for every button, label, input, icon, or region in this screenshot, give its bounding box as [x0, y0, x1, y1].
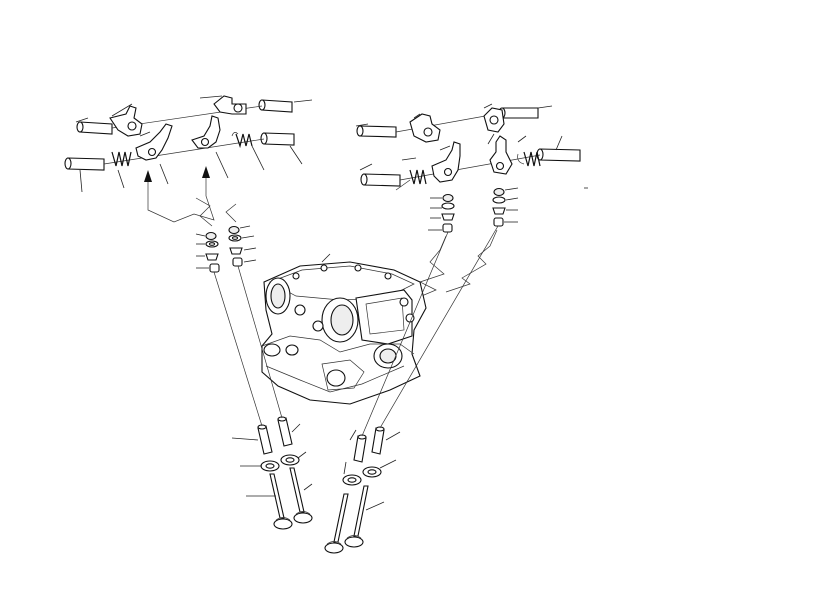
leader-lines-left-rocker [75, 95, 313, 193]
leader-lines-right-valve-parts [428, 187, 519, 231]
valve-stem-seal-right [442, 217, 504, 233]
rocker-spring-left-2 [231, 132, 253, 149]
cylinder-head [261, 253, 427, 405]
rocker-bracket-left-1 [109, 105, 143, 137]
valve-collets-left [205, 225, 242, 248]
rocker-arm-left-1 [135, 123, 173, 161]
rocker-arm-left-2 [191, 115, 221, 149]
alignment-lines [213, 225, 499, 437]
rocker-arm-right-2 [489, 135, 513, 175]
zigzag-connector-left [195, 197, 237, 227]
valve-stem-seal-left [209, 257, 243, 273]
rocker-shaft-right-top [356, 107, 539, 138]
rocker-shaft-left-top [76, 99, 293, 135]
rocker-shaft-left-bottom [64, 132, 295, 171]
leader-lines-right-rocker [355, 103, 588, 189]
valve-seat-left [260, 454, 300, 472]
left-rocker-assembly [64, 95, 313, 223]
rocker-bracket-right-2 [483, 107, 505, 133]
valve-seat-right [342, 466, 382, 486]
leader-lines-valves [231, 423, 401, 511]
rocker-arm-right-1 [431, 141, 461, 183]
rocker-spring-left-1 [111, 151, 132, 167]
leader-lines-left-valve-parts [195, 225, 257, 269]
assembly-arrows-left [144, 166, 215, 223]
rocker-bracket-left-2 [213, 95, 247, 115]
intake-valve-left [269, 473, 293, 530]
valve-collets-right [441, 187, 506, 210]
rocker-spring-right-2 [517, 151, 541, 167]
zigzag-connector-right [411, 229, 498, 311]
valve-guide-right-1 [353, 434, 367, 463]
right-rocker-assembly [355, 103, 588, 191]
exhaust-valve-right [344, 485, 369, 548]
valve-guide-left-1 [257, 424, 273, 455]
rocker-spring-right-1 [395, 169, 427, 191]
exhaust-valve-left [289, 467, 313, 524]
rocker-bracket-right-1 [409, 113, 441, 143]
valve-spring-retainer-right [441, 207, 506, 221]
valve-spring-retainer-left [205, 247, 243, 261]
valve-guide-right-2 [371, 426, 385, 455]
intake-valve-right [324, 493, 349, 554]
valve-guide-left-2 [277, 416, 293, 447]
